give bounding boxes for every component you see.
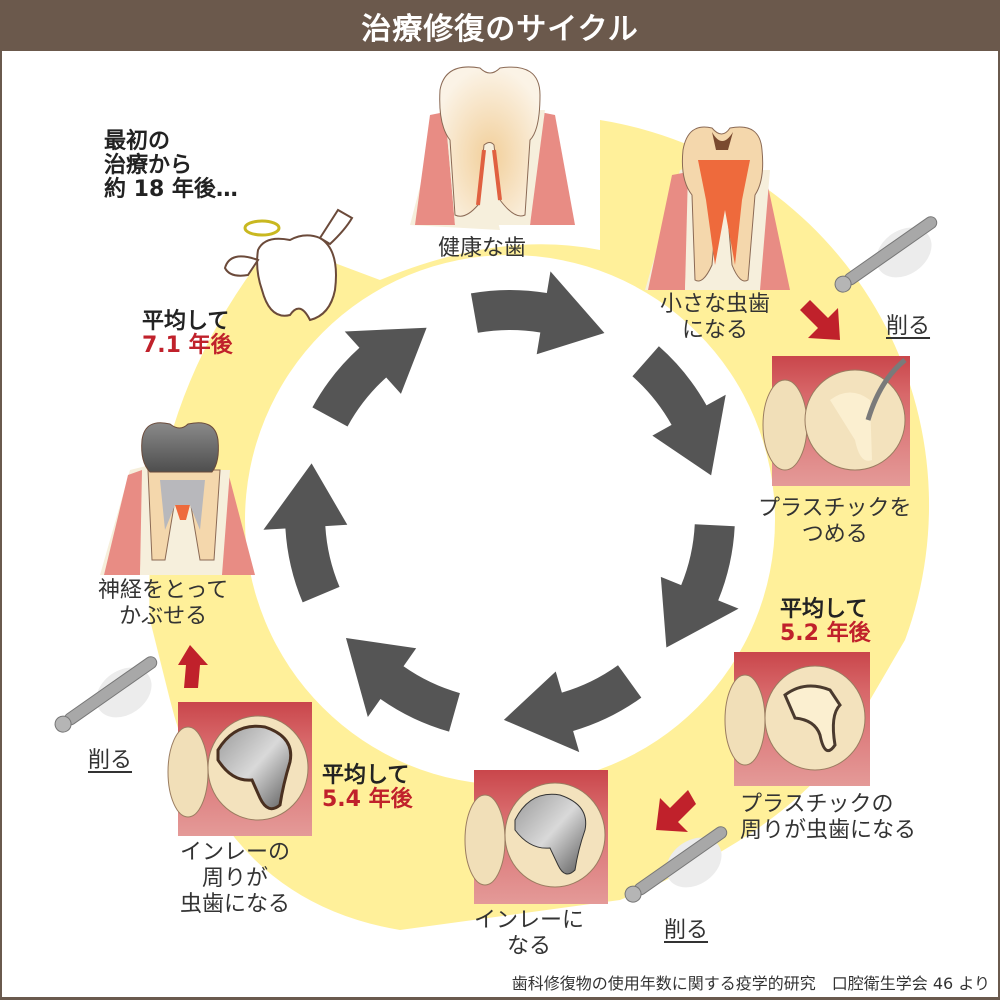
duration-unit: 年後: [826, 621, 871, 646]
note-line: 最初の: [104, 129, 171, 154]
label-line: 虫歯になる: [180, 892, 291, 917]
cut-label: 削る: [88, 748, 133, 773]
red-arrow-down-left: [656, 790, 696, 832]
cut-label: 削る: [886, 314, 931, 339]
healthy-tooth-image: [410, 66, 575, 230]
cut-label: 削る: [664, 918, 709, 943]
red-arrow-up: [178, 645, 208, 688]
plastic-fill-image: [762, 356, 910, 486]
cycle-arrow: [470, 271, 605, 355]
label-line: つめる: [801, 522, 868, 547]
duration-unit: 年後: [188, 333, 233, 358]
duration-5-4: 平均して 5.4 年後: [322, 764, 413, 812]
stage-label-inlay: インレーに なる: [474, 908, 584, 960]
title-bar: 治療修復のサイクル: [0, 0, 1000, 51]
note-line: 治療から: [104, 153, 193, 178]
cycle-arrow: [632, 346, 726, 476]
label-line: 周りが虫歯になる: [740, 818, 917, 843]
duration-5-2: 平均して 5.2 年後: [780, 598, 871, 646]
duration-7-1: 平均して 7.1 年後: [142, 310, 233, 358]
drill-hand-icon: [834, 216, 938, 293]
stage-label-inlay-decay: インレーの 周りが 虫歯になる: [180, 840, 290, 918]
duration-prefix: 平均して: [322, 763, 410, 788]
stage-label-healthy: 健康な歯: [438, 236, 526, 262]
duration-value: 7.1: [142, 333, 181, 358]
inlay-decay-image: [167, 702, 312, 836]
duration-unit: 年後: [368, 787, 413, 812]
drill-hand-icon: [624, 826, 728, 903]
drill-hand-icon: [54, 656, 158, 733]
label-line: プラスチックを: [758, 496, 912, 521]
note-line: 約 18 年後…: [104, 177, 238, 202]
cycle-arrow: [660, 524, 739, 648]
small-cavity-tooth-image: [645, 126, 790, 290]
stage-label-crown: 神経をとって かぶせる: [98, 578, 228, 630]
label-line: インレーに: [474, 908, 585, 933]
stage-label-plastic-decay: プラスチックの 周りが虫歯になる: [740, 792, 916, 844]
red-arrow-down-right: [800, 300, 840, 340]
label-line: 健康な歯: [438, 236, 527, 261]
label-line: 小さな虫歯: [660, 292, 771, 317]
label-line: になる: [682, 318, 749, 343]
angel-tooth-image: [223, 208, 354, 322]
label-line: 周りが: [202, 866, 269, 891]
label-line: かぶせる: [119, 604, 208, 629]
duration-value: 5.4: [322, 787, 361, 812]
duration-prefix: 平均して: [780, 597, 868, 622]
inlay-image: [464, 770, 608, 904]
label-line: インレーの: [180, 840, 291, 865]
cycle-arrow: [503, 665, 642, 753]
source-citation: 歯科修復物の使用年数に関する疫学的研究 口腔衛生学会 46 より: [511, 974, 990, 993]
label-line: 神経をとって: [98, 578, 229, 603]
stage-label-plastic-fill: プラスチックを つめる: [758, 496, 912, 548]
cycle-arrow: [263, 463, 348, 603]
duration-prefix: 平均して: [142, 309, 230, 334]
cycle-arrow: [312, 327, 427, 427]
duration-value: 5.2: [780, 621, 819, 646]
red-step-arrows: [178, 300, 840, 832]
label-line: なる: [507, 934, 552, 959]
final-note: 最初の 治療から 約 18 年後…: [104, 130, 238, 202]
cycle-arrow: [345, 637, 460, 732]
figure-title: 治療修復のサイクル: [361, 11, 639, 47]
label-line: プラスチックの: [740, 792, 894, 817]
crown-tooth-image: [100, 422, 255, 575]
stage-label-small-cavity: 小さな虫歯 になる: [660, 292, 770, 344]
plastic-decay-image: [724, 652, 870, 786]
